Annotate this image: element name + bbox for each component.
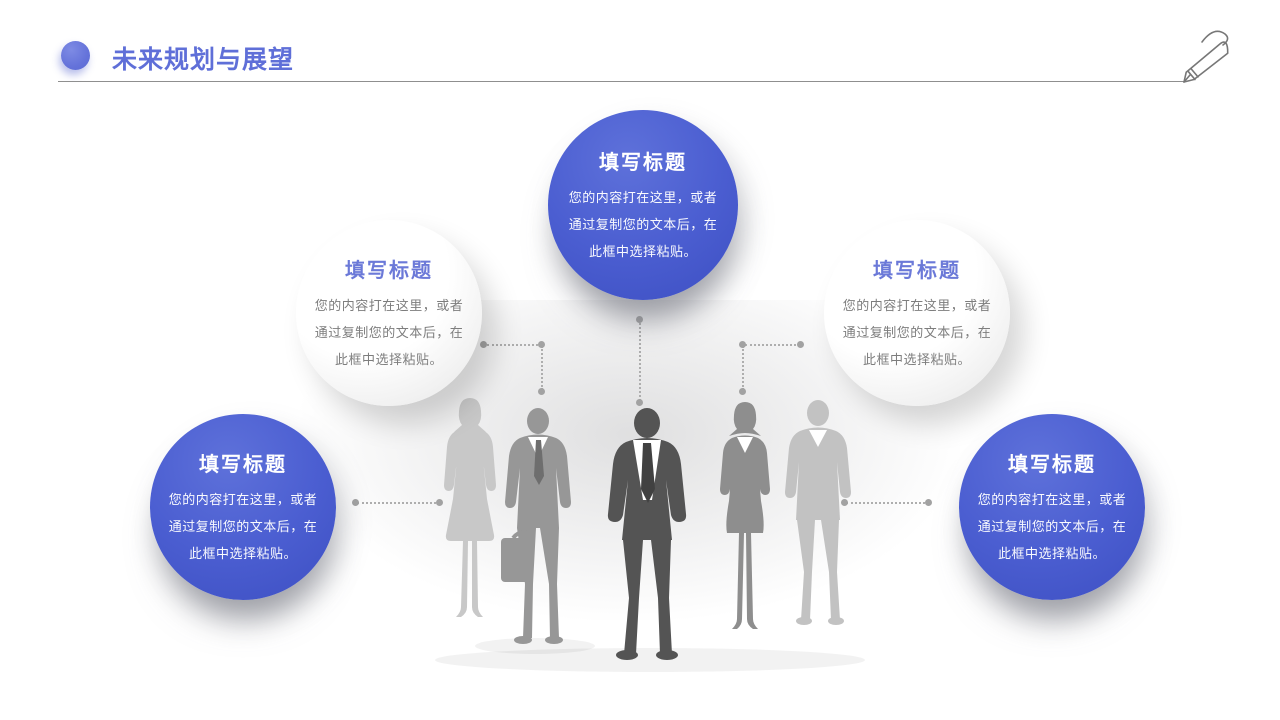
node-body: 您的内容打在这里，或者通过复制您的文本后，在此框中选择粘贴。 (977, 491, 1127, 561)
node-lower-left: 填写标题 您的内容打在这里，或者通过复制您的文本后，在此框中选择粘贴。 (150, 414, 336, 600)
node-upper-left: 填写标题 您的内容打在这里，或者通过复制您的文本后，在此框中选择粘贴。 (296, 220, 482, 406)
node-title: 填写标题 (1008, 453, 1096, 476)
node-title: 填写标题 (599, 151, 687, 174)
node-body: 您的内容打在这里，或者通过复制您的文本后，在此框中选择粘贴。 (568, 189, 718, 259)
node-title: 填写标题 (199, 453, 287, 476)
node-lower-right: 填写标题 您的内容打在这里，或者通过复制您的文本后，在此框中选择粘贴。 (959, 414, 1145, 600)
node-body: 您的内容打在这里，或者通过复制您的文本后，在此框中选择粘贴。 (842, 297, 992, 367)
node-body: 您的内容打在这里，或者通过复制您的文本后，在此框中选择粘贴。 (168, 491, 318, 561)
node-top-center: 填写标题 您的内容打在这里，或者通过复制您的文本后，在此框中选择粘贴。 (548, 110, 738, 300)
header-divider (58, 81, 1184, 82)
silhouette-woman-standing (720, 402, 770, 629)
node-title: 填写标题 (873, 259, 961, 282)
dot-bullet-icon (61, 41, 90, 70)
silhouette-man-briefcase (501, 408, 571, 644)
node-upper-right: 填写标题 您的内容打在这里，或者通过复制您的文本后，在此框中选择粘贴。 (824, 220, 1010, 406)
silhouette-man-center (607, 408, 687, 660)
page-title: 未来规划与展望 (112, 46, 295, 74)
pen-icon (1183, 30, 1229, 83)
silhouette-woman-arms-crossed (444, 398, 496, 617)
business-team-silhouettes-image (435, 398, 865, 672)
node-body: 您的内容打在这里，或者通过复制您的文本后，在此框中选择粘贴。 (314, 297, 464, 367)
node-title: 填写标题 (345, 259, 433, 282)
silhouette-man-arms-crossed (785, 400, 851, 625)
